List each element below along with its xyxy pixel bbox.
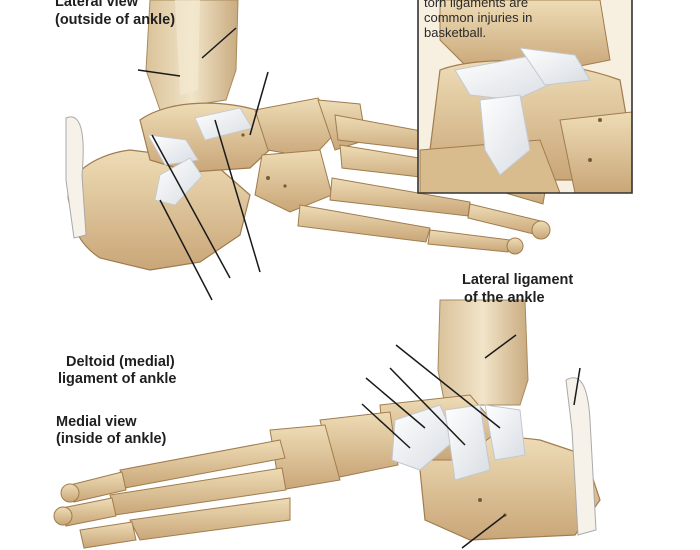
leader-line xyxy=(249,71,269,136)
inset-caption-line: torn ligaments are xyxy=(424,0,529,10)
lateral-view-foot xyxy=(65,0,551,271)
leader-line xyxy=(201,27,237,59)
deltoid-ligament-label: Deltoid (medial) xyxy=(66,354,175,370)
lateral-view-title: Lateral view xyxy=(55,0,139,10)
lateral-view-subtitle: (outside of ankle) xyxy=(55,12,176,28)
deltoid-ligament-label: ligament of ankle xyxy=(58,371,177,387)
leader-line xyxy=(137,69,181,77)
leader-lines xyxy=(137,27,581,549)
leader-line xyxy=(365,377,426,429)
lateral-ligament-label: of the ankle xyxy=(464,290,545,306)
leader-line xyxy=(395,344,501,429)
inset-caption-line: basketball. xyxy=(424,25,487,40)
inset-caption-line: common injuries in xyxy=(424,10,533,25)
leader-line xyxy=(159,199,213,301)
lateral-ligament-label: Lateral ligament xyxy=(462,272,574,288)
leader-line xyxy=(461,514,506,549)
inset-border xyxy=(417,0,633,194)
inset-closeup xyxy=(418,0,632,193)
leader-line xyxy=(389,367,466,446)
leader-line xyxy=(573,367,581,406)
leader-line xyxy=(214,119,261,273)
medial-view-foot xyxy=(53,299,601,549)
medial-view-title: Medial view xyxy=(56,414,137,430)
leader-line xyxy=(484,334,517,359)
medial-view-subtitle: (inside of ankle) xyxy=(56,431,167,447)
leader-line xyxy=(151,134,231,279)
leader-line xyxy=(361,403,411,449)
